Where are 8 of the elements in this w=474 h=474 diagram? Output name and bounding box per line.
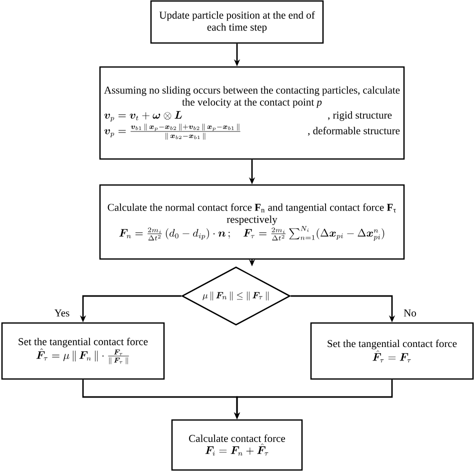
edge-label: No xyxy=(402,308,418,318)
process-box: Set the tangential contact force $\hat{\bm{F}}_\tau=\bm{F}_\tau$ xyxy=(310,322,474,380)
process-box: Calculate the normal contact force F$_{n}$ and tangential contact force F$_{τ}$ respectively $\bm{F}_n=\frac{2m_i}{\Delta t^2}\left(d_0-d_{ip}\right)\cdot\bm{n}\,;\quad \bm{F}_\tau=\frac{2m_i}{\Delta t^2}\sum_{n=1}^{N_i}(\Delta\bm{x}_{pi}-\Delta\bm{x}_{pi}^n)$ xyxy=(99,184,405,260)
process-box: Assuming no sliding occurs between the contacting particles, calculate the velocity at the contact point p $\bm{v}_p=\bm{v}_t+\bm{\omega}\otimes\bm{L}$ , rigid structure $\bm{v}_p=\frac{\bm{v}_{b1}\,\|\,\bm{x}_p-\bm{x}_{b2}\,\|+\bm{v}_{b2}\,\|\,\bm{x}_p-\bm{x}_{b1}\,\|}{\|\,\bm{x}_{b2}-\bm{x}_{b1}\,\|}$ , deformable structure xyxy=(99,66,405,160)
process-box: Calculate contact force $\bm{F}_i=\bm{F}_n+\hat{\bm{F}}_\tau$ xyxy=(171,419,303,471)
edge-label: Yes xyxy=(53,308,71,318)
process-box: Update particle position at the end of each time step xyxy=(150,0,324,44)
process-box: Set the tangential contact force $\hat{\bm{F}}_\tau=\mu\,\|\,\bm{F}_n\,\|\cdot\frac{\bm{F}_\tau}{\|\,\bm{F}_\tau\,\|}$ xyxy=(1,322,165,380)
